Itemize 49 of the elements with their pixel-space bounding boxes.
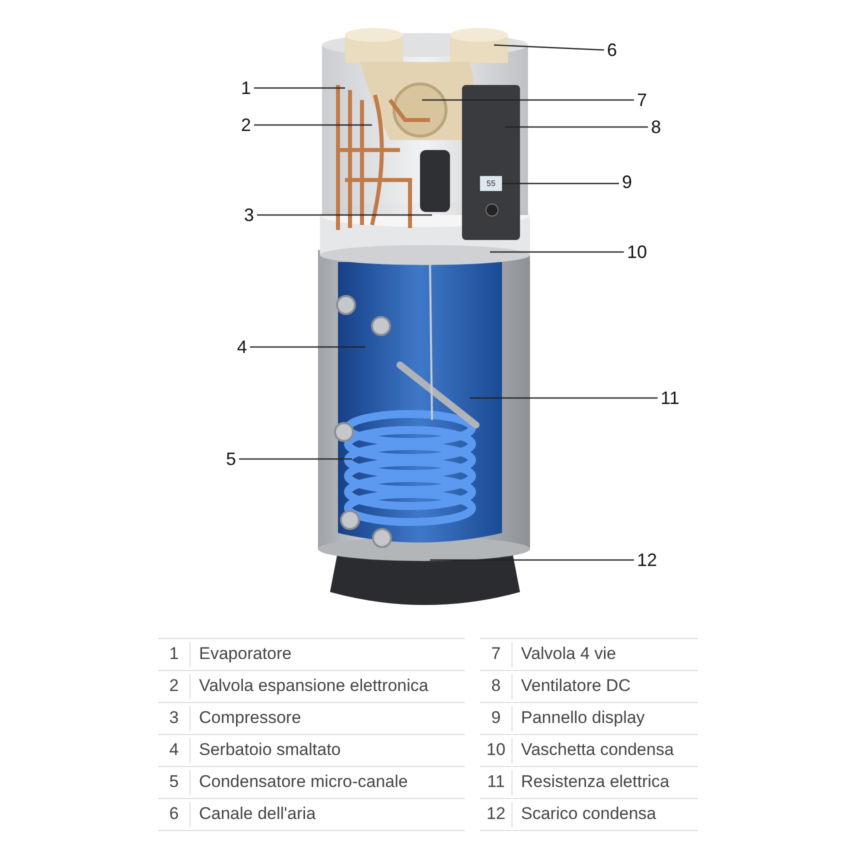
part-name: Serbatoio smaltato xyxy=(199,739,341,761)
callout-number: 6 xyxy=(606,40,617,60)
callout-number: 2 xyxy=(240,115,251,135)
leader-line xyxy=(250,346,365,348)
callout-number: 12 xyxy=(636,550,658,570)
leader-line xyxy=(470,397,658,399)
display-screen: 55 xyxy=(480,176,502,191)
leader-line xyxy=(254,124,372,126)
part-name: Vaschetta condensa xyxy=(521,739,674,761)
part-number: 8 xyxy=(491,675,501,697)
leader-line xyxy=(257,214,432,216)
leader-line xyxy=(494,44,604,51)
leader-line xyxy=(422,99,634,101)
part-name: Canale dell'aria xyxy=(199,803,316,825)
leader-line xyxy=(490,251,624,253)
part-name: Compressore xyxy=(199,707,302,729)
part-number: 12 xyxy=(486,803,506,825)
part-number: 6 xyxy=(169,803,179,825)
part-name: Scarico condensa xyxy=(521,803,656,825)
part-name: Resistenza elettrica xyxy=(521,771,670,793)
leader-line xyxy=(430,559,634,561)
part-number: 3 xyxy=(169,707,179,729)
part-number: 4 xyxy=(169,739,179,761)
callout-number: 9 xyxy=(622,172,632,192)
leader-line xyxy=(505,126,648,128)
part-number: 7 xyxy=(491,643,501,665)
callout-number: 4 xyxy=(236,337,247,357)
callout-number: 11 xyxy=(660,388,680,408)
callout-number: 3 xyxy=(244,205,254,225)
callout-number: 10 xyxy=(626,242,648,262)
part-number: 9 xyxy=(491,707,501,729)
part-number: 10 xyxy=(486,739,506,761)
part-name: Evaporatore xyxy=(199,643,292,665)
callout-number: 5 xyxy=(226,449,236,469)
part-number: 1 xyxy=(169,643,179,665)
part-name: Ventilatore DC xyxy=(521,675,631,697)
leader-line xyxy=(254,87,345,89)
part-name: Valvola espansione elettronica xyxy=(199,675,428,697)
part-name: Valvola 4 vie xyxy=(521,643,616,665)
part-number: 2 xyxy=(169,675,179,697)
part-name: Condensatore micro-canale xyxy=(199,771,408,793)
leader-line xyxy=(239,458,352,460)
part-name: Pannello display xyxy=(521,707,645,729)
callout-number: 8 xyxy=(650,117,661,137)
leader-line xyxy=(502,182,619,184)
callout-number: 7 xyxy=(636,90,647,110)
callout-number: 1 xyxy=(240,78,251,98)
part-number: 5 xyxy=(169,771,179,793)
part-number: 11 xyxy=(487,771,505,793)
